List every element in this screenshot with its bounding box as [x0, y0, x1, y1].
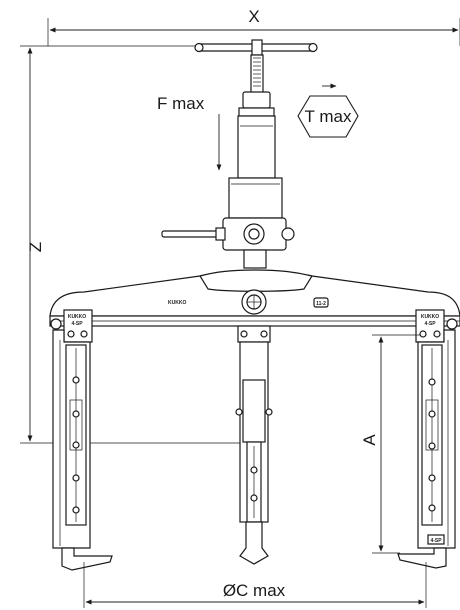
hexagon-icon — [297, 95, 359, 138]
beam-tag-text: 11-2 — [316, 301, 326, 307]
right-arm: KUKKO 4-SP 4-SP — [397, 309, 458, 569]
torque-indicator: T max — [297, 83, 359, 138]
left-plate-sub: 4-SP — [71, 321, 83, 327]
right-plate-text: KUKKO — [421, 314, 439, 320]
force-indicator: F max — [157, 94, 222, 171]
dimension-a: A — [360, 334, 420, 554]
dimension-c-label: ØC max — [223, 581, 286, 600]
right-plate-sub: 4-SP — [424, 321, 436, 327]
center-arm — [235, 325, 273, 565]
dimension-z-label: Z — [26, 242, 45, 252]
hydraulic-cylinder — [161, 91, 295, 269]
left-plate-text: KUKKO — [68, 314, 86, 320]
beam-brand-text: KUKKO — [168, 300, 186, 306]
t-handle — [194, 39, 318, 94]
force-label: F max — [157, 94, 205, 113]
dimension-a-label: A — [360, 434, 379, 446]
cross-beam: KUKKO 11-2 — [49, 269, 460, 327]
jaw-tag-text: 4-SP — [430, 538, 442, 544]
left-arm: KUKKO 4-SP — [50, 309, 113, 571]
dimension-x-label: X — [248, 7, 259, 26]
dimension-x: X — [47, 7, 460, 46]
dimension-c: ØC max — [83, 562, 427, 608]
torque-label: T max — [305, 107, 352, 126]
